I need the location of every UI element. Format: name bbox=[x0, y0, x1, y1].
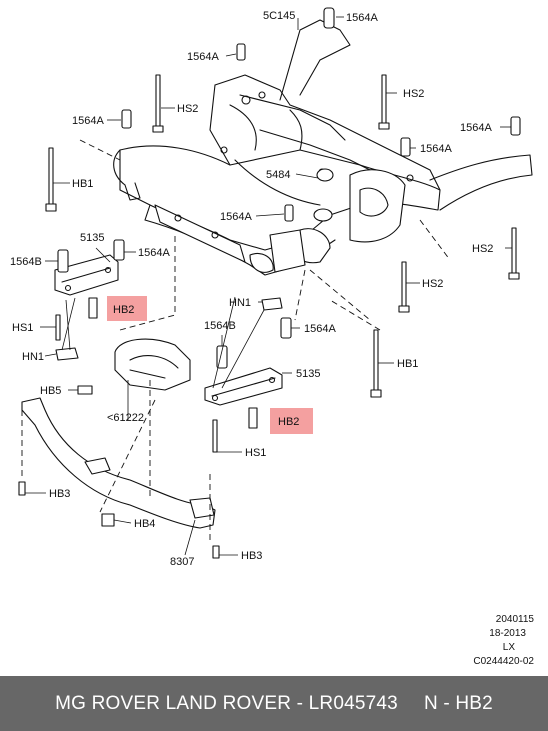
label-5484: 5484 bbox=[266, 169, 290, 181]
highlight-hb2-left bbox=[107, 296, 147, 321]
highlight-hb2-right bbox=[270, 408, 313, 434]
ref-drawing-code: C0244420-02 bbox=[473, 656, 534, 667]
alignment-lines bbox=[21, 139, 451, 540]
label-hn1: HN1 bbox=[22, 351, 44, 363]
front-subframe bbox=[113, 19, 533, 276]
label-hs2: HS2 bbox=[177, 103, 198, 115]
label-hb5: HB5 bbox=[40, 385, 61, 397]
label-1564b: 1564B bbox=[204, 320, 236, 332]
bushings bbox=[121, 7, 521, 222]
ref-model: LX bbox=[502, 642, 515, 653]
label-5c145: 5C145 bbox=[263, 10, 295, 22]
bolts bbox=[18, 74, 520, 559]
label-1564a: 1564A bbox=[420, 143, 452, 155]
footer-part: N - HB2 bbox=[423, 692, 493, 714]
label-hn1: HN1 bbox=[229, 297, 251, 309]
label-hb2: HB2 bbox=[113, 304, 134, 316]
label-hs2: HS2 bbox=[403, 88, 424, 100]
ref-date: 18-2013 bbox=[489, 628, 526, 639]
label-hs2: HS2 bbox=[422, 278, 443, 290]
label-1564b: 1564B bbox=[10, 256, 42, 268]
label-1564a: 1564A bbox=[304, 323, 336, 335]
label-hb3: HB3 bbox=[241, 550, 262, 562]
ref-number: 2040115 bbox=[495, 614, 534, 625]
label-8307: 8307 bbox=[170, 556, 194, 568]
label-hs1: HS1 bbox=[245, 447, 266, 459]
label-1564a: 1564A bbox=[138, 247, 170, 259]
label-1564a: 1564A bbox=[220, 211, 252, 223]
label-5135: 5135 bbox=[80, 232, 104, 244]
mount-cover bbox=[114, 338, 191, 391]
label-hs2: HS2 bbox=[472, 243, 493, 255]
subframe-exploded-diagram: 5C145 1564A 1564A HS2 1564A HS2 1564A 15… bbox=[10, 7, 533, 568]
label-61222: <61222 bbox=[107, 412, 144, 424]
label-5135: 5135 bbox=[296, 368, 320, 380]
label-hb3: HB3 bbox=[49, 488, 70, 500]
label-hb2: HB2 bbox=[278, 416, 299, 428]
bracket-left bbox=[54, 239, 125, 296]
footer-title: MG ROVER LAND ROVER - LR045743 bbox=[55, 692, 398, 714]
footer-banner: MG ROVER LAND ROVER - LR045743 N - HB2 bbox=[0, 676, 548, 731]
anti-roll-bar bbox=[21, 397, 216, 529]
label-hb1: HB1 bbox=[72, 178, 93, 190]
label-hb1: HB1 bbox=[397, 358, 418, 370]
label-1564a: 1564A bbox=[460, 122, 492, 134]
label-hb4: HB4 bbox=[134, 518, 155, 530]
label-1564a: 1564A bbox=[346, 12, 378, 24]
clips bbox=[55, 297, 283, 361]
label-1564a: 1564A bbox=[72, 115, 104, 127]
leader-lines bbox=[25, 16, 512, 556]
label-1564a: 1564A bbox=[187, 51, 219, 63]
label-hs1: HS1 bbox=[12, 322, 33, 334]
